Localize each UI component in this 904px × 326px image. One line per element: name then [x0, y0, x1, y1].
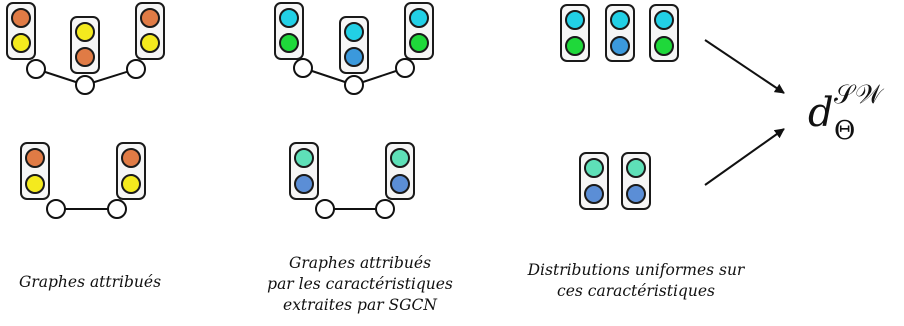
caption-line: Graphes attribués: [18, 273, 162, 291]
feature-box: [621, 152, 651, 210]
graph-1-bottom: [20, 142, 146, 219]
sliced-wasserstein-formula: d 𝒮𝒲 Θ: [808, 80, 900, 166]
feature-circle-top: [25, 148, 45, 168]
feature-box: [560, 4, 590, 62]
feature-circle-bottom: [654, 36, 674, 56]
formula-subscript: Θ: [834, 116, 856, 146]
feature-box: [289, 142, 319, 200]
feature-circle-top: [584, 158, 604, 178]
formula-superscript: 𝒮𝒲: [834, 80, 884, 110]
feature-box: [116, 142, 146, 200]
graph-node: [107, 199, 127, 219]
feature-box: [274, 2, 304, 60]
caption-graphes-attribues: Graphes attribués: [0, 272, 180, 293]
graph-1-top-nodes: [6, 2, 165, 95]
caption-line: extraites par SGCN: [283, 296, 437, 314]
caption-graphes-caracteristiques: Graphes attribués par les caractéristiqu…: [250, 253, 470, 316]
feature-box: [70, 16, 100, 74]
feature-circle-bottom: [409, 33, 429, 53]
feature-circle-bottom: [279, 33, 299, 53]
feature-circle-top: [344, 22, 364, 42]
feature-circle-bottom: [344, 47, 364, 67]
feature-box: [20, 142, 50, 200]
caption-line: ces caractéristiques: [557, 282, 715, 300]
graph-node: [75, 75, 95, 95]
formula-base: d: [808, 90, 834, 136]
feature-circle-top: [75, 22, 95, 42]
arrow-bottom: [704, 128, 785, 186]
feature-circle-top: [626, 158, 646, 178]
feature-circle-bottom: [294, 174, 314, 194]
graph-2-bottom: [289, 142, 415, 219]
feature-circle-top: [610, 10, 630, 30]
feature-circle-bottom: [121, 174, 141, 194]
feature-circle-bottom: [584, 184, 604, 204]
feature-circle-bottom: [25, 174, 45, 194]
caption-line: par les caractéristiques: [267, 275, 453, 293]
feature-circle-top: [565, 10, 585, 30]
feature-circle-top: [294, 148, 314, 168]
feature-box: [135, 2, 165, 60]
graph-node: [344, 75, 364, 95]
graph-node: [315, 199, 335, 219]
feature-circle-bottom: [565, 36, 585, 56]
feature-circle-top: [654, 10, 674, 30]
feature-box: [385, 142, 415, 200]
feature-box: [339, 16, 369, 74]
graph-node: [26, 59, 46, 79]
caption-line: Graphes attribués: [288, 254, 432, 272]
feature-circle-top: [121, 148, 141, 168]
graph-node: [375, 199, 395, 219]
distribution-bottom: [579, 152, 651, 210]
feature-circle-top: [140, 8, 160, 28]
feature-circle-bottom: [75, 47, 95, 67]
graph-2-top: [274, 2, 434, 95]
feature-circle-bottom: [610, 36, 630, 56]
graph-node: [395, 58, 415, 78]
feature-circle-bottom: [11, 33, 31, 53]
distribution-top: [560, 4, 679, 62]
feature-box: [6, 2, 36, 60]
feature-circle-top: [390, 148, 410, 168]
feature-box: [649, 4, 679, 62]
feature-circle-bottom: [626, 184, 646, 204]
feature-box: [404, 2, 434, 60]
graph-node: [46, 199, 66, 219]
graph-node: [126, 59, 146, 79]
feature-circle-bottom: [390, 174, 410, 194]
feature-circle-top: [11, 8, 31, 28]
feature-circle-top: [279, 8, 299, 28]
caption-line: Distributions uniformes sur: [527, 261, 745, 279]
caption-distributions: Distributions uniformes sur ces caractér…: [496, 260, 776, 302]
feature-circle-top: [409, 8, 429, 28]
feature-box: [579, 152, 609, 210]
arrow-top: [704, 39, 785, 94]
feature-box: [605, 4, 635, 62]
graph-node: [293, 58, 313, 78]
feature-circle-bottom: [140, 33, 160, 53]
